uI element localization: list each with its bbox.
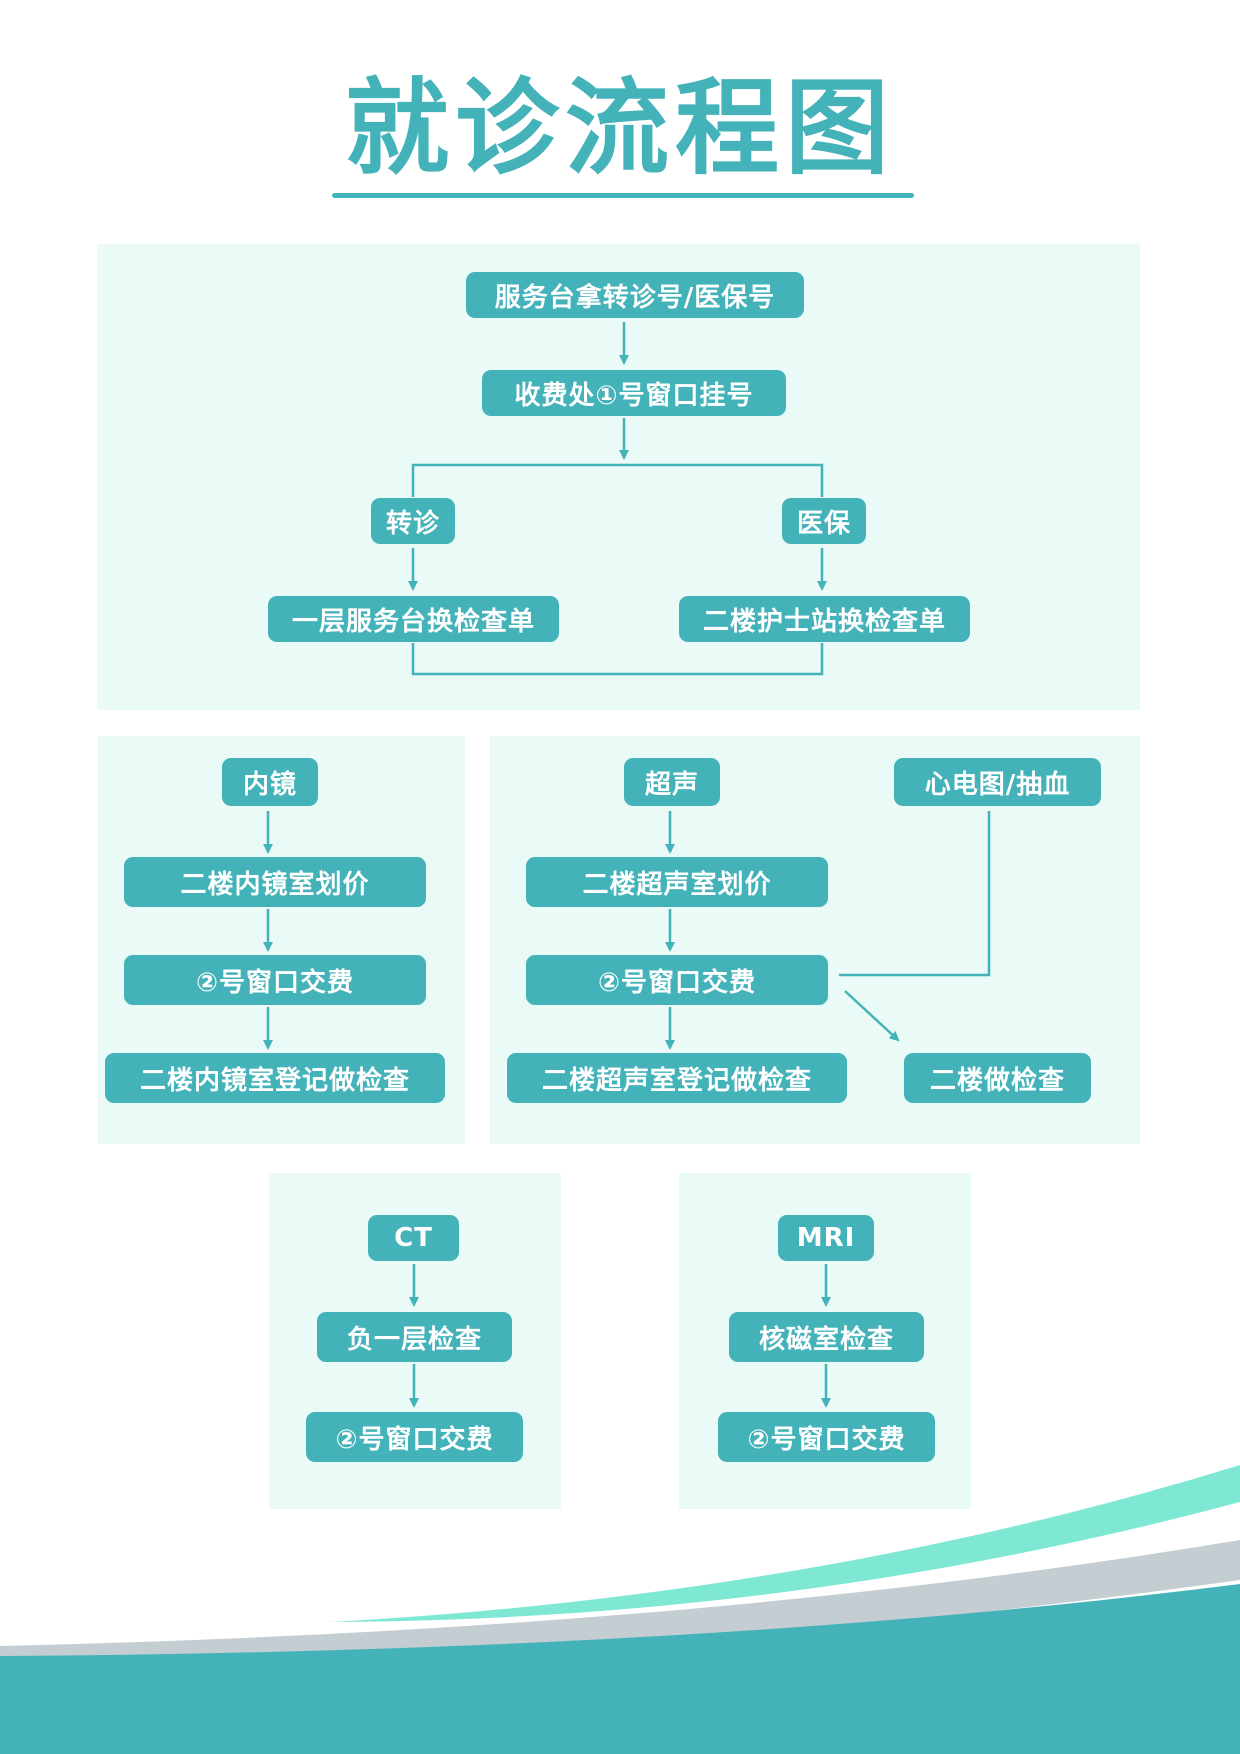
wave-gray-band: [0, 1540, 1240, 1676]
box-mri-title: MRI: [778, 1215, 874, 1261]
page-title: 就诊流程图: [344, 67, 895, 189]
box-endoscopy-pricing: 二楼内镜室划价: [124, 857, 426, 907]
box-branch-referral: 转诊: [371, 498, 455, 544]
box-mri-exam: 核磁室检查: [729, 1312, 924, 1362]
box-ct-exam: 负一层检查: [317, 1312, 512, 1362]
title-underline: [332, 193, 914, 198]
wave-teal-base: [0, 1584, 1240, 1754]
box-endoscopy-exam: 二楼内镜室登记做检查: [105, 1053, 445, 1103]
box-ultrasound-exam: 二楼超声室登记做检查: [507, 1053, 847, 1103]
box-endoscopy-payment: ②号窗口交费: [124, 955, 426, 1005]
box-ultrasound-payment: ②号窗口交费: [526, 955, 828, 1005]
box-ct-title: CT: [368, 1215, 459, 1261]
box-ct-payment: ②号窗口交费: [306, 1412, 523, 1462]
box-cashier-window1: 收费处①号窗口挂号: [482, 370, 786, 416]
box-ultrasound-pricing: 二楼超声室划价: [526, 857, 828, 907]
box-service-desk: 服务台拿转诊号/医保号: [466, 272, 804, 318]
box-ultrasound-title: 超声: [624, 758, 720, 806]
box-insurance-exchange: 二楼护士站换检查单: [679, 596, 970, 642]
box-referral-exchange: 一层服务台换检查单: [268, 596, 559, 642]
box-ecg-exam: 二楼做检查: [904, 1053, 1091, 1103]
box-mri-payment: ②号窗口交费: [718, 1412, 935, 1462]
box-branch-insurance: 医保: [782, 498, 866, 544]
decorative-bottom-wave: [0, 1465, 1240, 1754]
box-endoscopy-title: 内镜: [222, 758, 318, 806]
wave-accent-stripe: [330, 1465, 1240, 1622]
box-ecg-title: 心电图/抽血: [894, 758, 1101, 806]
